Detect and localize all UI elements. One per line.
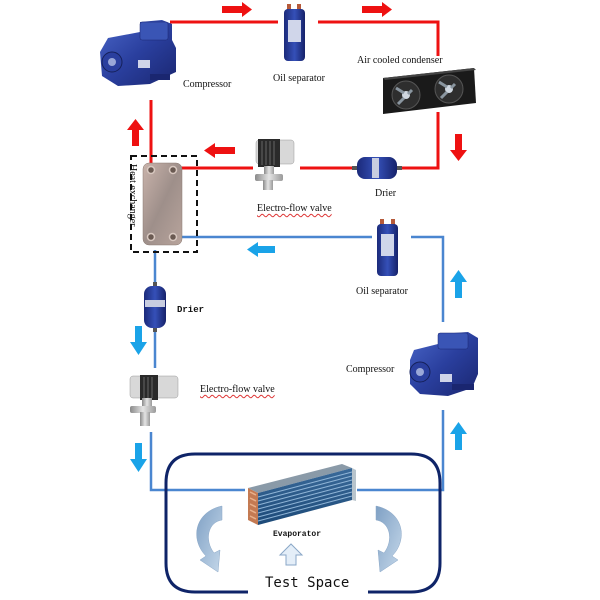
evaporator: [248, 464, 356, 525]
pipe-oil-separator-to-condenser: [318, 20, 440, 56]
oil-separator-low-stage: [377, 219, 398, 276]
heat-exchanger: [130, 155, 198, 253]
curved-arrow-right-icon: [375, 505, 402, 573]
oil-separator-high-stage-label: Oil separator: [273, 73, 325, 84]
high-stage-flow-arrows: [127, 2, 467, 161]
low-stage-flow-arrows: [130, 242, 467, 472]
compressor-high-stage-label: Compressor: [183, 79, 232, 90]
electro-flow-valve-high-stage-label: Electro-flow valve: [257, 203, 332, 214]
arrow-down-icon: [130, 443, 147, 472]
test-space-label: Test Space: [265, 575, 350, 591]
arrow-right-icon: [222, 2, 252, 17]
test-space-enclosure: [164, 452, 442, 594]
air-cooled-condenser: [383, 68, 476, 114]
oil-separator-low-stage-label: Oil separator: [356, 286, 408, 297]
compressor-low-stage-label: Compressor: [346, 364, 395, 375]
arrow-left-icon: [247, 242, 275, 257]
arrow-down-icon: [450, 134, 467, 161]
drier-low-stage: [144, 282, 166, 332]
evaporator-label: Evaporator: [273, 530, 322, 539]
arrow-up-icon: [127, 119, 144, 146]
heat-exchanger-boundary: [130, 155, 198, 253]
arrow-up-icon: [450, 270, 467, 298]
arrow-left-icon: [204, 143, 235, 158]
pipe-compressor-to-evaporator: [357, 410, 445, 492]
pipe-condenser-to-drier: [402, 112, 440, 170]
drier-high-stage: [352, 157, 402, 179]
high-stage-piping: [149, 20, 440, 172]
arrow-right-icon: [362, 2, 392, 17]
drier-high-stage-label: Drier: [375, 188, 397, 199]
arrow-up-outline-icon: [278, 543, 304, 566]
arrow-up-icon: [450, 422, 467, 450]
air-circulation-arrows: [196, 505, 402, 573]
oil-separator-high-stage: [284, 4, 305, 61]
electro-flow-valve-high-stage: [255, 139, 295, 190]
electro-flow-valve-low-stage: [129, 375, 179, 426]
low-stage-piping: [149, 235, 445, 492]
drier-low-stage-label: Drier: [177, 305, 205, 315]
condenser-label: Air cooled condenser: [357, 55, 443, 66]
curved-arrow-left-icon: [196, 505, 223, 573]
pipe-oil-separator-to-compressor: [411, 235, 445, 322]
electro-flow-valve-low-stage-label: Electro-flow valve: [200, 384, 275, 395]
compressor-low-stage: [409, 332, 478, 396]
compressor-high-stage: [100, 20, 176, 86]
heat-exchanger-label: Heat exchanger: [127, 164, 138, 227]
pipe-valve-to-evaporator: [149, 432, 245, 492]
arrow-down-icon: [130, 326, 147, 355]
